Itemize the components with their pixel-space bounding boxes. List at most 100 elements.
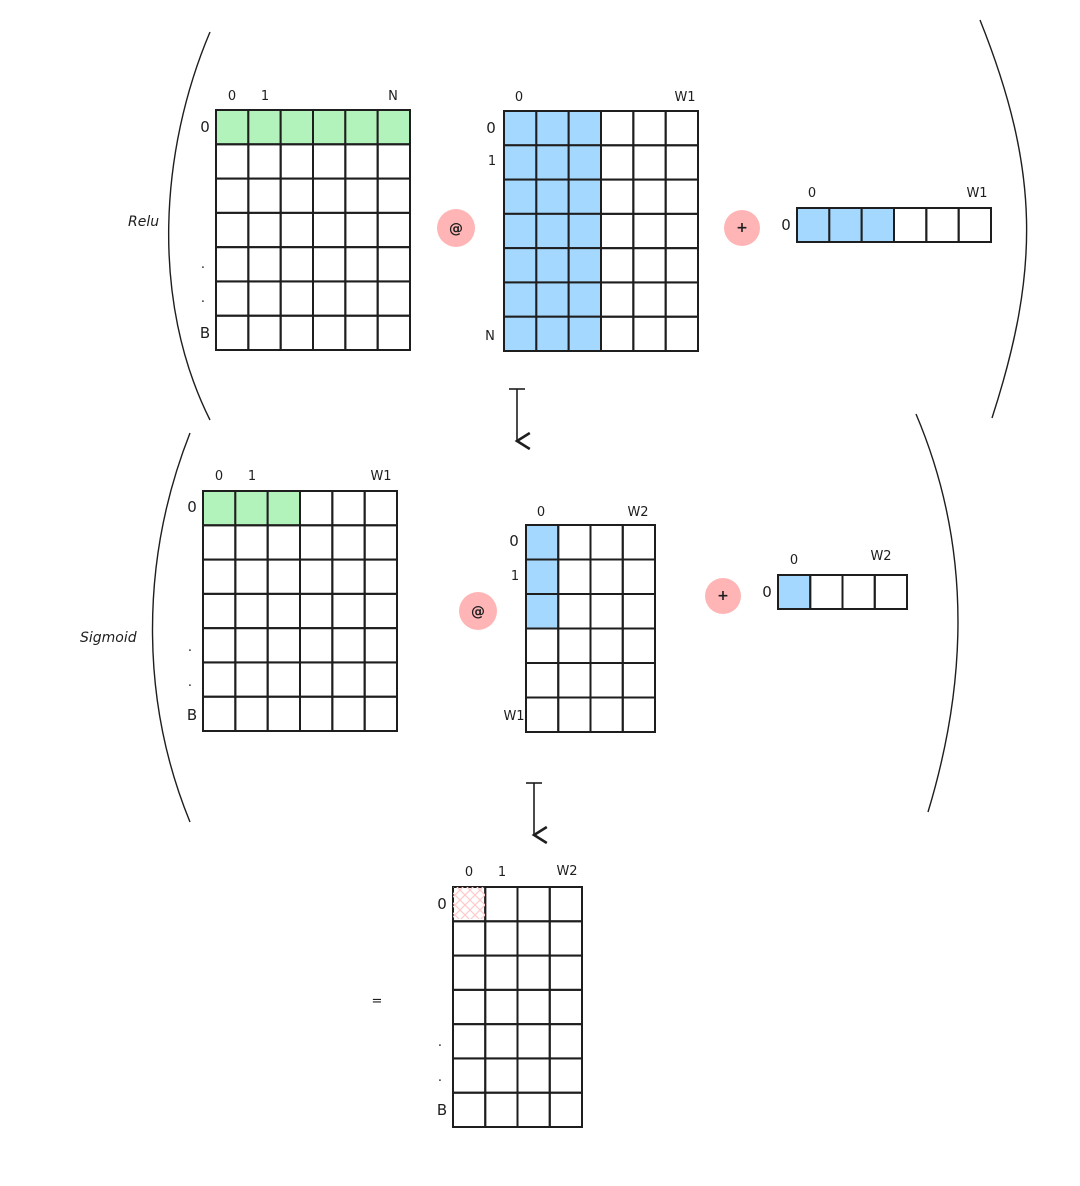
weight-col-labels: 0 W1 xyxy=(515,90,696,105)
matrix-cell xyxy=(632,281,667,318)
matrix-cell xyxy=(279,211,314,249)
matrix-cell xyxy=(215,246,250,283)
matrix-cell xyxy=(548,988,583,1026)
matrix-cell xyxy=(266,695,301,733)
matrix-cell xyxy=(363,558,398,595)
relu-block: Relu 0 1 N 0 . . B @ 0 W1 0 1 N xyxy=(128,19,1028,421)
input-matrix xyxy=(215,109,411,352)
input-row-labels: 0 . . B xyxy=(200,118,210,342)
col-label: 0 xyxy=(215,469,223,484)
output-row-labels: 0 . . B xyxy=(437,895,447,1119)
matrix-cell xyxy=(363,627,398,664)
col-label: W2 xyxy=(870,549,891,564)
matrix-cell xyxy=(234,661,269,698)
weight2-row-labels: 0 1 W1 xyxy=(503,532,524,724)
activation-label: Sigmoid xyxy=(80,630,137,646)
row-label: B xyxy=(187,706,197,724)
matrix-cell xyxy=(664,110,700,147)
matrix-cell xyxy=(363,490,398,527)
matrix-cell xyxy=(363,661,398,698)
matrix-cell xyxy=(535,315,570,353)
matrix-cell xyxy=(567,315,603,353)
matrix-cell xyxy=(664,315,700,353)
matrix-cell xyxy=(452,1091,487,1128)
matrix-cell xyxy=(548,1091,583,1128)
output-col-labels: 0 1 W2 xyxy=(465,864,578,880)
col-label: 0 xyxy=(465,865,473,880)
matrix-cell xyxy=(632,178,667,215)
matrix-cell xyxy=(299,592,334,630)
matrix-cell xyxy=(567,178,603,215)
matrix-cell xyxy=(621,524,656,561)
matrix-cell xyxy=(557,627,592,664)
matrix-cell xyxy=(344,280,379,317)
matrix-cell xyxy=(525,696,560,733)
row-label: . xyxy=(188,640,192,655)
matrix-cell xyxy=(503,110,538,147)
hidden-row-labels: 0 . . B xyxy=(187,498,197,724)
right-bracket xyxy=(979,19,1028,419)
matrix-cell xyxy=(215,211,250,249)
matrix-cell xyxy=(548,1057,583,1094)
matrix-cell xyxy=(344,314,379,352)
matrix-cell xyxy=(452,920,487,957)
col-label: W2 xyxy=(556,864,577,879)
matrix-cell xyxy=(589,593,624,630)
matrix-cell xyxy=(234,627,269,664)
matrix-cell xyxy=(331,695,366,733)
matrix-cell xyxy=(376,109,411,146)
matrix-cell xyxy=(279,246,314,283)
matrix-cell xyxy=(567,281,603,318)
row-label: N xyxy=(485,329,495,344)
matrix-cell xyxy=(484,954,519,991)
matrix-cell xyxy=(344,143,379,180)
matrix-cell xyxy=(484,988,519,1026)
matrix-cell xyxy=(516,954,551,991)
matrix-cell xyxy=(452,1057,487,1094)
matrix-cell xyxy=(331,558,366,595)
matrix-cell xyxy=(548,954,583,991)
matrix-cell xyxy=(535,178,570,215)
row-label: . xyxy=(438,1070,442,1085)
result-block: = 0 1 W2 0 . . B xyxy=(372,864,583,1128)
col-label: N xyxy=(388,89,398,104)
matrix-cell xyxy=(589,662,624,699)
add-operator: + xyxy=(724,210,760,246)
matrix-cell xyxy=(828,207,863,243)
matrix-cell xyxy=(247,246,282,283)
left-bracket xyxy=(151,432,191,823)
matrix-cell xyxy=(516,886,551,923)
matrix-cell xyxy=(312,246,347,283)
matrix-cell xyxy=(484,886,519,923)
matrix-cell xyxy=(215,109,250,146)
matrix-cell xyxy=(525,558,560,595)
flow-arrow xyxy=(509,388,531,451)
row-label: 1 xyxy=(511,569,519,584)
matrix-cell xyxy=(202,558,237,595)
matrix-cell xyxy=(299,627,334,664)
matrix-cell xyxy=(202,524,237,561)
matrix-cell xyxy=(557,558,592,595)
matrix-cell xyxy=(376,280,411,317)
matrix-cell xyxy=(234,558,269,595)
weight-matrix-2 xyxy=(525,524,656,733)
matrix-cell xyxy=(312,314,347,352)
matrix-cell xyxy=(621,627,656,664)
left-bracket xyxy=(167,31,211,421)
matrix-cell xyxy=(557,696,592,733)
matrix-cell xyxy=(535,144,570,181)
matrix-cell xyxy=(621,662,656,699)
row-label: 0 xyxy=(781,216,791,234)
matrix-cell xyxy=(234,490,269,527)
matrix-cell xyxy=(600,178,635,215)
matrix-cell xyxy=(503,247,538,284)
row-label: . xyxy=(438,1035,442,1050)
matrix-cell xyxy=(331,524,366,561)
matrix-cell xyxy=(600,110,635,147)
matrix-cell xyxy=(299,558,334,595)
matrix-cell xyxy=(331,490,366,527)
matrix-cell xyxy=(893,207,928,243)
matrix-cell xyxy=(312,177,347,214)
row-label: . xyxy=(201,257,205,272)
